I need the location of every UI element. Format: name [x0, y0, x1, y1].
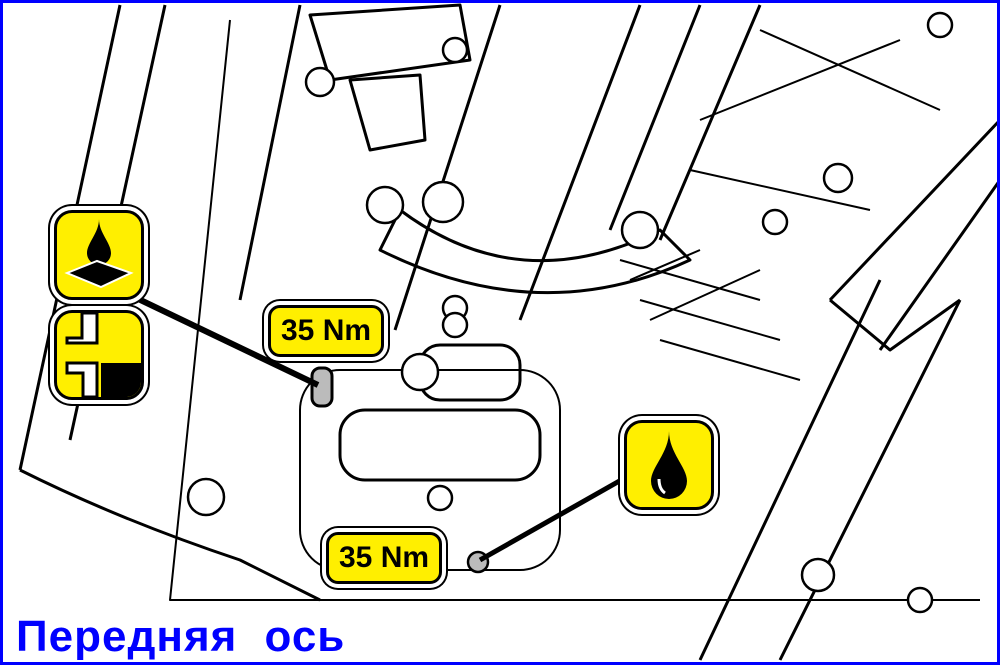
torque-label-drain: 35 Nm — [326, 532, 443, 584]
torque-label-seal: 35 Nm — [268, 305, 385, 357]
caption-title: Передняя ось — [16, 612, 346, 661]
fluid-level-fill-icon — [54, 310, 144, 400]
oil-seal-lubricate-icon — [54, 210, 144, 300]
bolt-heads — [186, 11, 954, 614]
oil-drop-icon — [624, 420, 714, 510]
